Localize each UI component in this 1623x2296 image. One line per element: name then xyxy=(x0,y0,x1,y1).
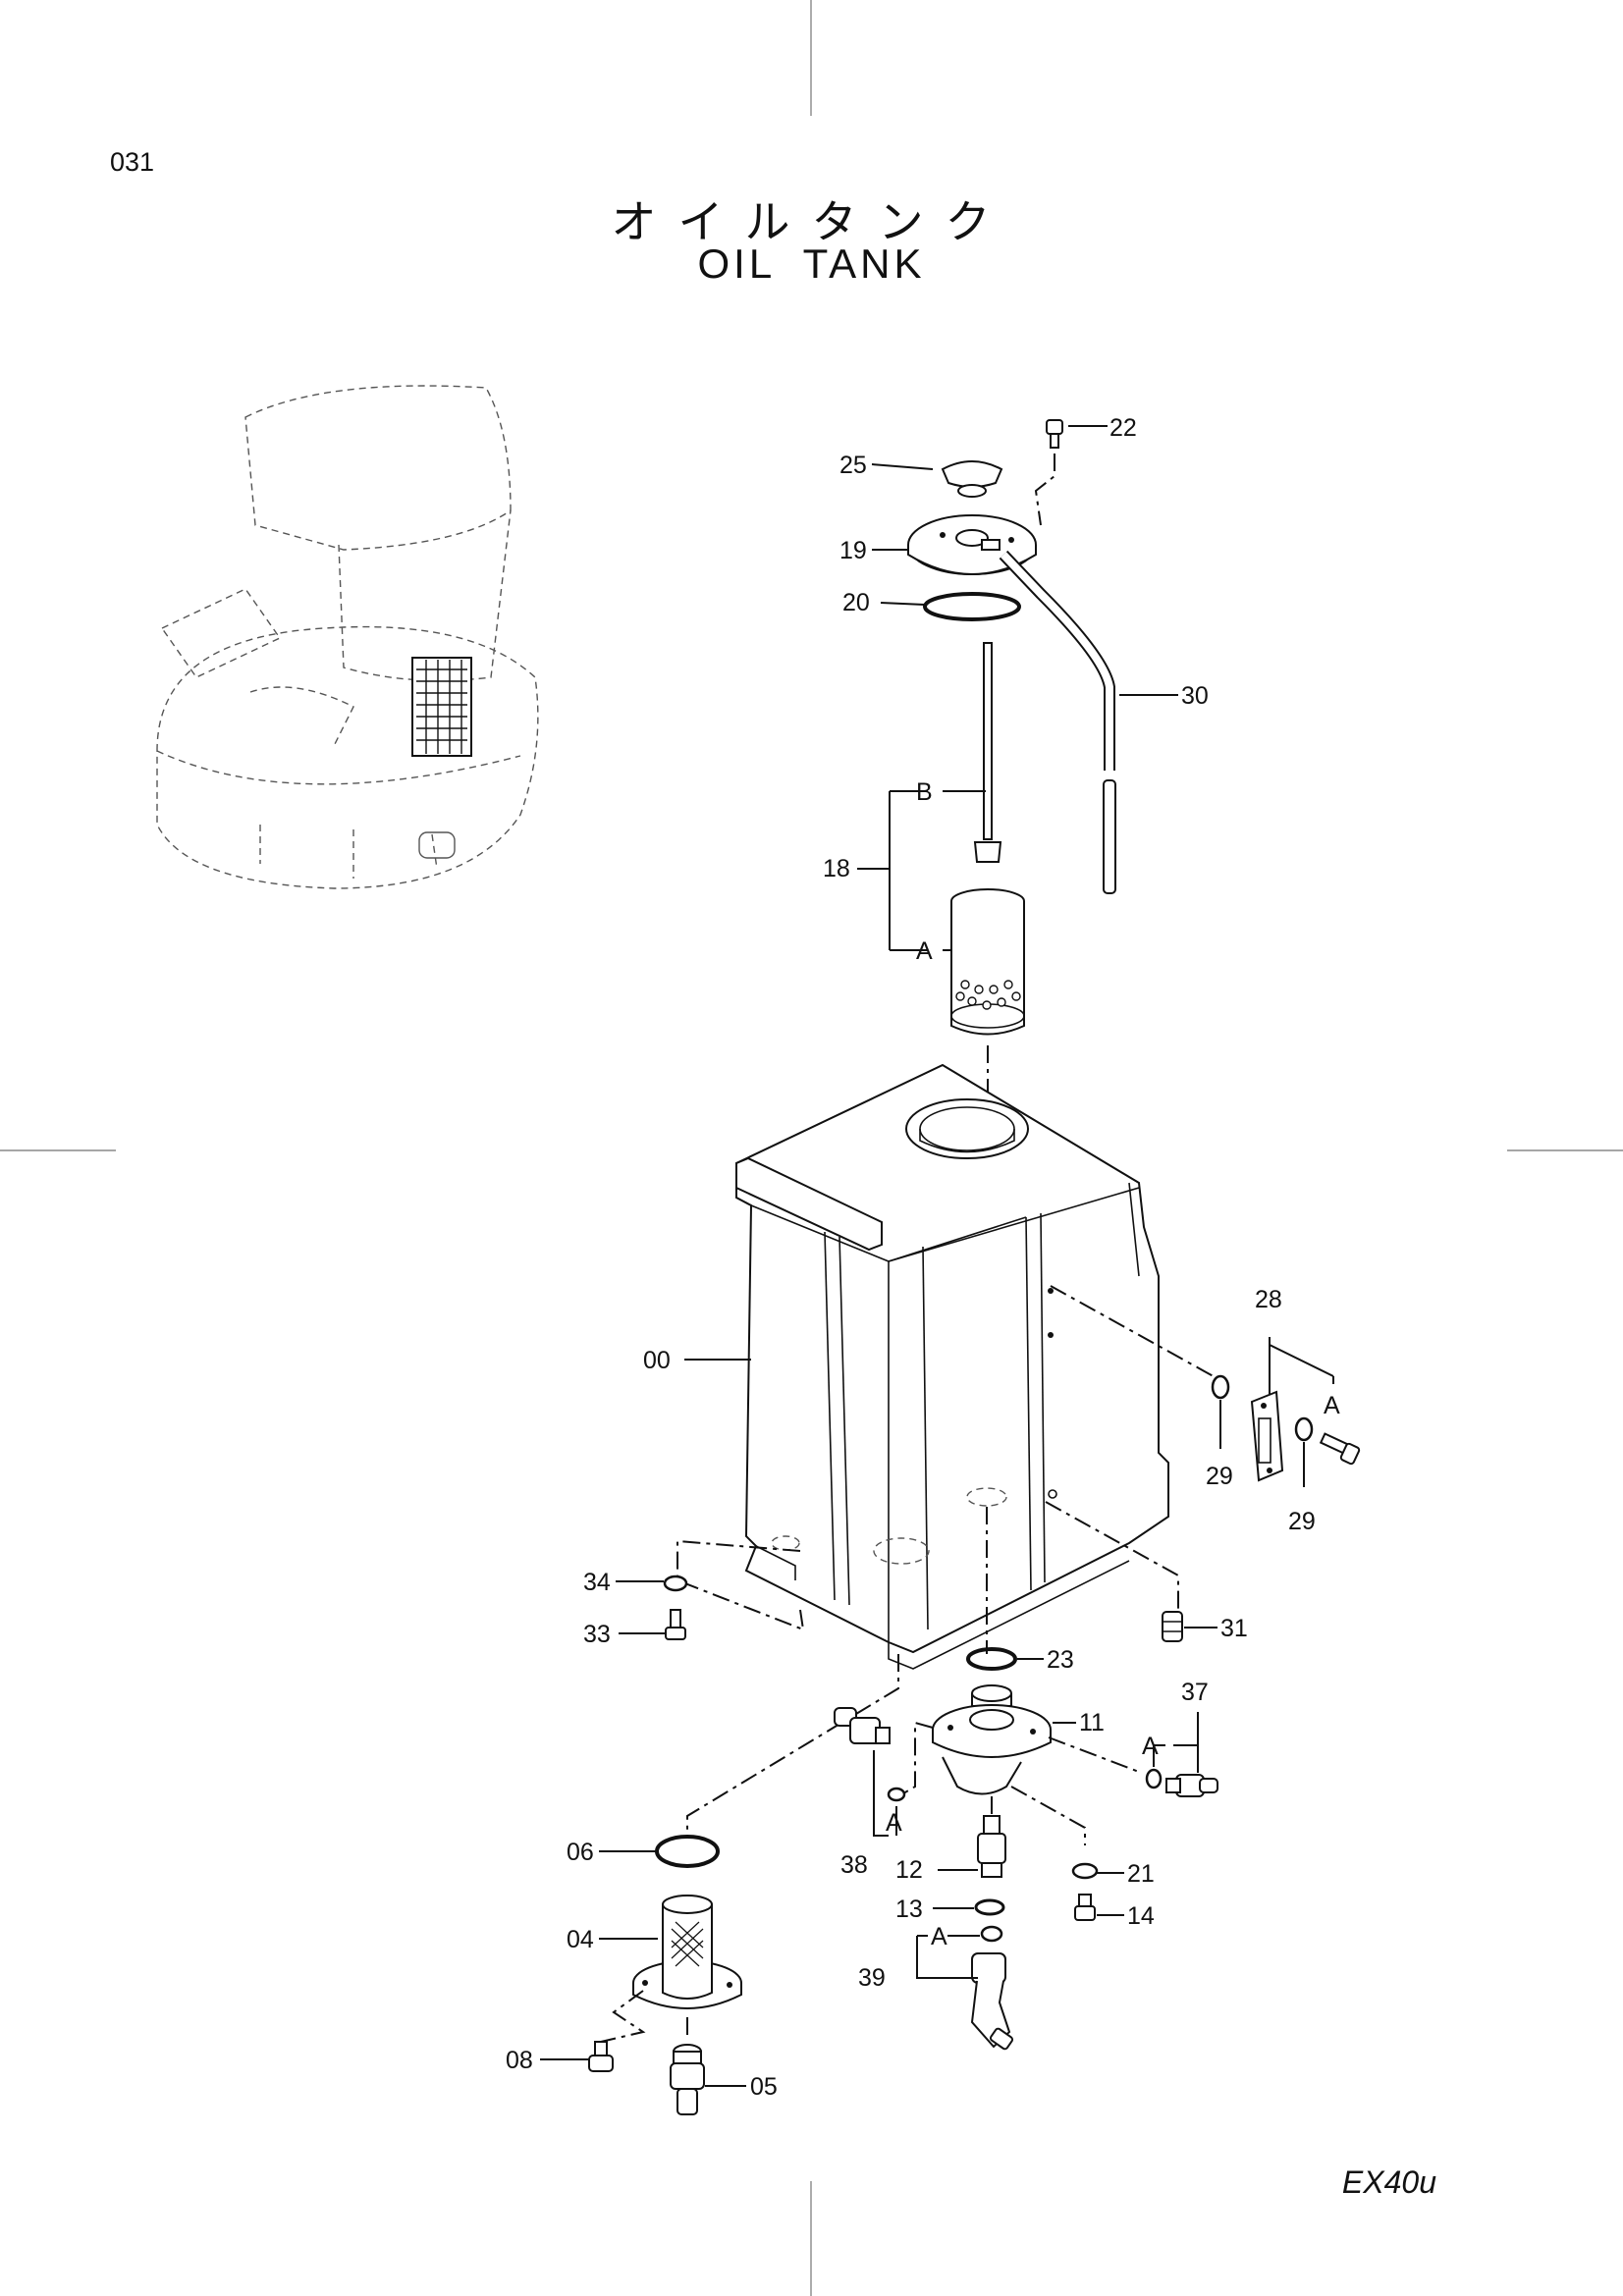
callout-33: 33 xyxy=(583,1621,611,1648)
callout-25: 25 xyxy=(839,452,867,479)
leader-lines xyxy=(540,425,1334,2087)
callout-14: 14 xyxy=(1127,1902,1155,1930)
part-06-o-ring xyxy=(655,1835,720,1868)
part-31-plug xyxy=(1162,1611,1183,1642)
callout-labels: 22 25 19 20 30 B 18 A 00 28 A 29 29 31 3… xyxy=(506,414,1340,2101)
callout-28: 28 xyxy=(1255,1286,1282,1313)
part-38-fitting xyxy=(834,1707,906,1802)
part-33-bolt xyxy=(665,1609,686,1640)
label-37-a: A xyxy=(1142,1733,1159,1760)
page-title-japanese: オイルタンク xyxy=(611,195,1012,248)
callout-38: 38 xyxy=(840,1851,868,1879)
assembly-line-gauge xyxy=(1050,1285,1228,1385)
callout-11: 11 xyxy=(1079,1709,1105,1736)
label-18-a: A xyxy=(916,937,933,965)
part-08-bolt xyxy=(588,2041,614,2072)
assembly-line-14 xyxy=(1010,1786,1086,1845)
label-18-b: B xyxy=(916,778,933,806)
callout-12: 12 xyxy=(895,1856,923,1884)
assembly-line-drain xyxy=(1045,1501,1179,1610)
callout-30: 30 xyxy=(1181,682,1209,710)
callout-19: 19 xyxy=(839,537,867,564)
part-12-fitting xyxy=(977,1815,1006,1878)
callout-22: 22 xyxy=(1109,414,1137,442)
page-number: 031 xyxy=(110,147,155,177)
part-21-washer xyxy=(1071,1862,1099,1880)
callout-39: 39 xyxy=(858,1964,886,1992)
assembly-line-bolt-33 xyxy=(676,1539,805,1631)
assembly-line-bolt-08 xyxy=(600,1990,646,2043)
part-18-strainer xyxy=(950,642,1025,1036)
label-28-a: A xyxy=(1324,1392,1340,1419)
part-30-tube xyxy=(999,550,1116,894)
part-05-fitting xyxy=(670,2044,705,2115)
part-29-washer-left xyxy=(1211,1374,1230,1400)
part-39-elbow xyxy=(970,1925,1014,2051)
part-22-bolt xyxy=(1034,419,1063,526)
callout-18: 18 xyxy=(823,855,850,882)
part-23-o-ring xyxy=(966,1647,1017,1671)
callout-06: 06 xyxy=(567,1839,594,1866)
part-00-oil-tank xyxy=(735,1063,1169,1670)
machine-overview-sketch xyxy=(156,385,539,889)
assembly-line-37 xyxy=(1048,1736,1140,1773)
part-04-return-filter xyxy=(632,1895,742,2009)
callout-29-left: 29 xyxy=(1206,1463,1233,1490)
callout-13: 13 xyxy=(895,1896,923,1923)
part-25-cap xyxy=(941,460,1003,498)
callout-00: 00 xyxy=(643,1347,671,1374)
assembly-line-filter xyxy=(686,1654,899,1834)
part-28-bolt xyxy=(1319,1432,1361,1466)
callout-05: 05 xyxy=(750,2073,778,2101)
callout-21: 21 xyxy=(1127,1860,1155,1888)
model-number: EX40u xyxy=(1341,2164,1436,2200)
part-29-washer-right xyxy=(1294,1416,1314,1442)
label-39-a: A xyxy=(931,1923,947,1950)
part-20-o-ring xyxy=(923,592,1021,621)
part-14-bolt xyxy=(1074,1894,1096,1921)
part-34-washer xyxy=(663,1575,688,1592)
callout-08: 08 xyxy=(506,2047,533,2074)
part-37-fitting xyxy=(1145,1768,1218,1797)
callout-23: 23 xyxy=(1047,1646,1074,1674)
label-38-a: A xyxy=(886,1809,902,1837)
callout-04: 04 xyxy=(567,1926,594,1953)
callout-29-right: 29 xyxy=(1288,1508,1316,1535)
assembly-line-38 xyxy=(897,1721,934,1797)
callout-34: 34 xyxy=(583,1569,611,1596)
part-11-suction-flange xyxy=(932,1684,1052,1795)
part-28-level-gauge xyxy=(1250,1390,1284,1482)
part-13-clip xyxy=(974,1898,1005,1916)
callout-20: 20 xyxy=(842,589,870,616)
callout-31: 31 xyxy=(1220,1615,1248,1642)
callout-37: 37 xyxy=(1181,1679,1209,1706)
page-title-english: OIL TANK xyxy=(697,240,926,287)
